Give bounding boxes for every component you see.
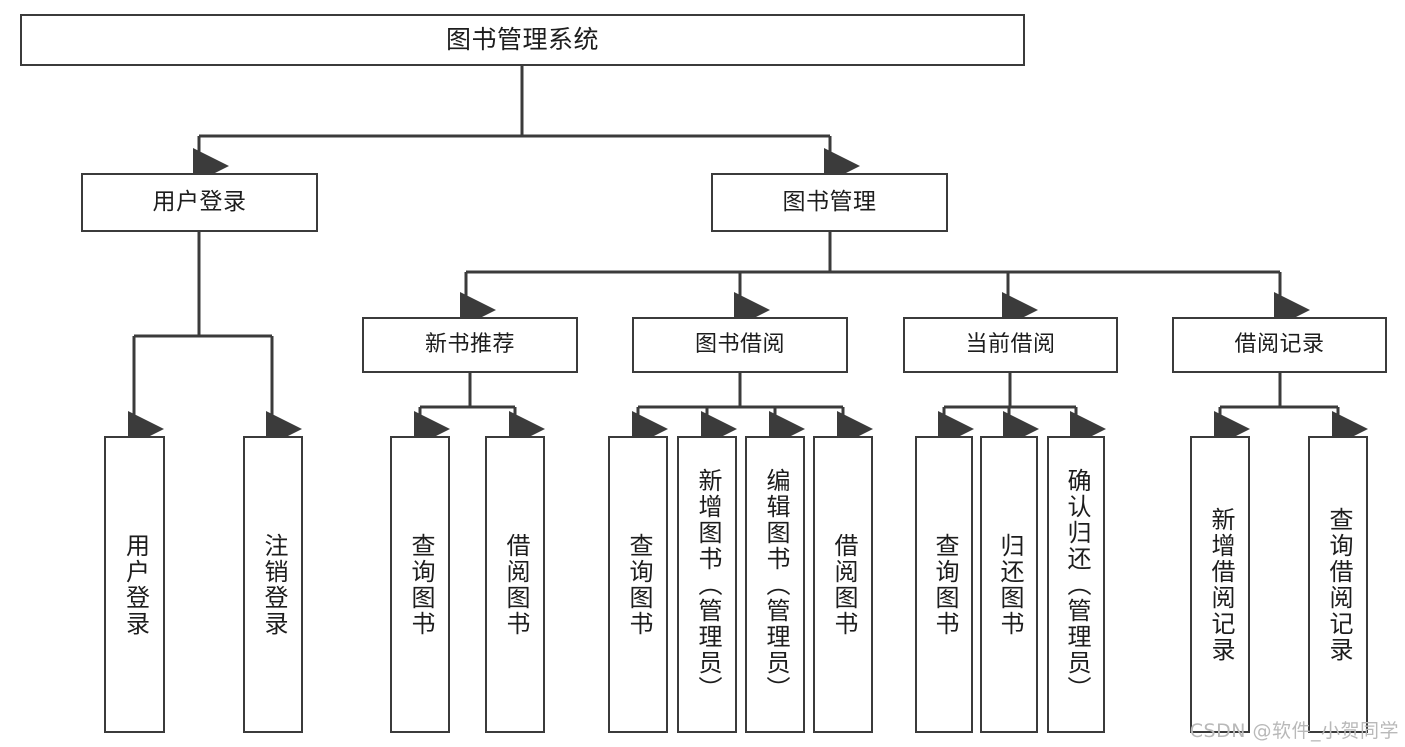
leaf-borrow-book-recommend[interactable]: 借阅图书 <box>485 436 545 733</box>
node-root-label: 图书管理系统 <box>445 25 599 54</box>
leaf-return-book[interactable]: 归还图书 <box>980 436 1038 733</box>
leaf-borrow-book-recommend-label: 借阅图书 <box>501 532 530 637</box>
leaf-add-book-admin-label: 新增图书（管理员） <box>693 467 722 702</box>
node-user-login[interactable]: 用户登录 <box>81 173 318 232</box>
leaf-user-login-label: 用户登录 <box>121 532 150 637</box>
node-book-management-label: 图书管理 <box>782 188 877 215</box>
node-book-borrow[interactable]: 图书借阅 <box>632 317 848 373</box>
node-new-book-recommend[interactable]: 新书推荐 <box>362 317 578 373</box>
node-current-borrow[interactable]: 当前借阅 <box>903 317 1118 373</box>
leaf-add-borrow-record-label: 新增借阅记录 <box>1206 506 1235 663</box>
node-book-borrow-label: 图书借阅 <box>694 331 785 357</box>
leaf-return-book-label: 归还图书 <box>995 532 1024 637</box>
watermark: CSDN @软件_小贺同学 <box>1189 720 1399 742</box>
node-new-book-recommend-label: 新书推荐 <box>424 331 515 357</box>
leaf-add-book-admin[interactable]: 新增图书（管理员） <box>677 436 737 733</box>
leaf-query-borrow-record-label: 查询借阅记录 <box>1324 506 1353 663</box>
leaf-edit-book-admin-label: 编辑图书（管理员） <box>761 467 790 702</box>
leaf-borrow-book-label: 借阅图书 <box>829 532 858 637</box>
leaf-query-book-recommend-label: 查询图书 <box>406 532 435 637</box>
leaf-query-book-borrow[interactable]: 查询图书 <box>608 436 668 733</box>
leaf-edit-book-admin[interactable]: 编辑图书（管理员） <box>745 436 805 733</box>
node-root[interactable]: 图书管理系统 <box>20 14 1025 66</box>
leaf-logout-label: 注销登录 <box>259 532 288 637</box>
node-book-management[interactable]: 图书管理 <box>711 173 948 232</box>
leaf-confirm-return-admin-label: 确认归还（管理员） <box>1062 467 1091 702</box>
leaf-borrow-book[interactable]: 借阅图书 <box>813 436 873 733</box>
leaf-query-borrow-record[interactable]: 查询借阅记录 <box>1308 436 1368 733</box>
leaf-query-book-borrow-label: 查询图书 <box>624 532 653 637</box>
leaf-confirm-return-admin[interactable]: 确认归还（管理员） <box>1047 436 1105 733</box>
leaf-query-book-current[interactable]: 查询图书 <box>915 436 973 733</box>
leaf-logout[interactable]: 注销登录 <box>243 436 303 733</box>
leaf-add-borrow-record[interactable]: 新增借阅记录 <box>1190 436 1250 733</box>
leaf-user-login[interactable]: 用户登录 <box>104 436 165 733</box>
node-user-login-label: 用户登录 <box>152 188 247 215</box>
node-current-borrow-label: 当前借阅 <box>965 331 1056 357</box>
leaf-query-book-recommend[interactable]: 查询图书 <box>390 436 450 733</box>
node-borrow-record[interactable]: 借阅记录 <box>1172 317 1387 373</box>
node-borrow-record-label: 借阅记录 <box>1234 331 1325 357</box>
leaf-query-book-current-label: 查询图书 <box>930 532 959 637</box>
